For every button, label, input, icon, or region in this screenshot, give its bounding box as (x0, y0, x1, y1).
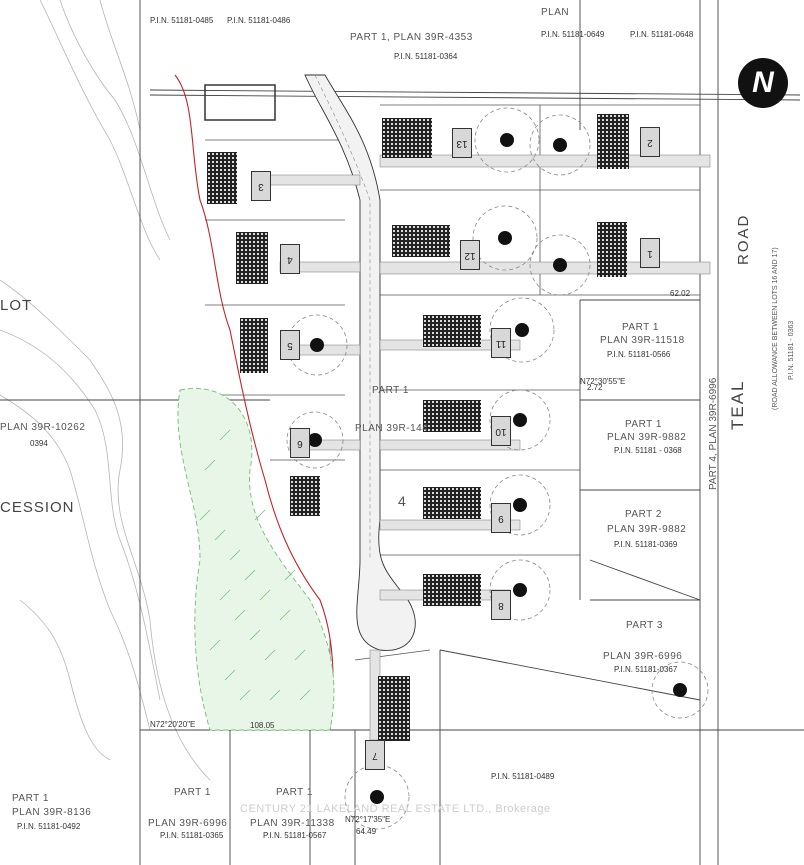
lot-11-label: 11 (491, 328, 511, 358)
house-lot-7 (378, 676, 410, 741)
right-part-1: PART 1 (622, 322, 659, 333)
bottom-plan-1: PLAN 39R-8136 (12, 807, 92, 818)
concession-label: CESSION (0, 499, 75, 516)
center-part: PART 1 (372, 385, 409, 396)
bearing-1: N72°30'55"E (580, 377, 626, 386)
road-type: ROAD (735, 213, 752, 265)
house-lot-6 (290, 476, 320, 516)
right-pin-4: P.I.N. 51181-0367 (614, 665, 678, 674)
lot-13-label: 13 (452, 128, 472, 158)
well-markers (308, 133, 687, 804)
house-lot-11 (423, 315, 481, 347)
bottom-part-1: PART 1 (12, 793, 49, 804)
bearing-2: N72°20'20"E (150, 720, 196, 729)
house-lot-2 (597, 114, 629, 169)
road-pin: P.I.N. 51181 - 0363 (788, 320, 795, 380)
top-plan-2: PLAN (541, 7, 570, 18)
lot-12-label: 12 (460, 240, 480, 270)
top-pin-2: P.I.N. 51181-0486 (227, 16, 291, 25)
house-lot-10 (423, 400, 481, 432)
house-lot-9 (423, 487, 481, 519)
top-pin-4: P.I.N. 51181-0649 (541, 30, 605, 39)
right-part-2: PART 1 (625, 419, 662, 430)
top-pin-3: P.I.N. 51181-0364 (394, 52, 458, 61)
bottom-part-3: PART 1 (276, 787, 313, 798)
road-name: TEAL (728, 379, 747, 430)
setback-line (174, 74, 334, 731)
lot-2-label: 2 (640, 127, 660, 157)
lot-1-label: 1 (640, 238, 660, 268)
lot-9-label: 9 (491, 503, 511, 533)
right-plan-4: PLAN 39R-6996 (603, 651, 683, 662)
dim-108: 108.05 (250, 721, 275, 730)
dim-62: 62.02 (670, 289, 691, 298)
bottom-pin-4: P.I.N. 51181-0489 (491, 772, 555, 781)
dim-64: 64.49 (356, 827, 377, 836)
bearing-3: N72°17'35"E (345, 815, 391, 824)
center-plan: PLAN 39R-144 (355, 423, 429, 434)
bottom-pin-1: P.I.N. 51181-0492 (17, 822, 81, 831)
entrance-structure (204, 84, 276, 121)
right-pin-3: P.I.N. 51181-0369 (614, 540, 678, 549)
bottom-pin-2: P.I.N. 51181-0365 (160, 831, 224, 840)
septic-areas (286, 107, 709, 830)
watermark: CENTURY 21 LAKELAND REAL ESTATE LTD., Br… (240, 803, 551, 815)
lot-label: LOT (0, 297, 33, 314)
right-part-4: PART 3 (626, 620, 663, 631)
house-lot-4 (236, 232, 268, 284)
house-lot-13 (382, 118, 432, 158)
lot-3-label: 3 (251, 171, 271, 201)
lot-4-label: 4 (280, 244, 300, 274)
lot-7-label: 7 (365, 740, 385, 770)
house-lot-5 (240, 318, 268, 373)
lot-8-label: 8 (491, 590, 511, 620)
wetland-area (177, 388, 335, 731)
left-plan: PLAN 39R-10262 (0, 422, 86, 433)
block-number: 4 (398, 493, 407, 509)
topographic-contours (0, 0, 211, 781)
left-pin: 0394 (30, 439, 48, 448)
top-pin-1: P.I.N. 51181-0485 (150, 16, 214, 25)
right-pin-2: P.I.N. 51181 - 0368 (614, 446, 682, 455)
lot-6-label: 6 (290, 428, 310, 458)
right-pin-1: P.I.N. 51181-0566 (607, 350, 671, 359)
bottom-plan-2: PLAN 39R-6996 (148, 818, 228, 829)
right-part-3: PART 2 (625, 509, 662, 520)
lot-5-label: 5 (280, 330, 300, 360)
lot-10-label: 10 (491, 416, 511, 446)
house-lot-8 (423, 574, 481, 606)
north-arrow-icon: N (738, 58, 788, 108)
house-lot-3 (207, 152, 237, 204)
right-plan-3: PLAN 39R-9882 (607, 524, 687, 535)
top-plan-1: PART 1, PLAN 39R-4353 (350, 32, 473, 43)
bottom-part-2: PART 1 (174, 787, 211, 798)
bottom-plan-3: PLAN 39R-11338 (250, 818, 335, 829)
right-plan-1: PLAN 39R-11518 (600, 335, 685, 346)
dim-2-72: 2.72 (587, 383, 603, 392)
top-pin-5: P.I.N. 51181-0648 (630, 30, 694, 39)
road-allowance-note: (ROAD ALLOWANCE BETWEEN LOTS 16 AND 17) (772, 247, 779, 410)
house-lot-12 (392, 225, 450, 257)
house-lot-1 (597, 222, 627, 277)
right-plan-2: PLAN 39R-9882 (607, 432, 687, 443)
bottom-pin-3: P.I.N. 51181-0567 (263, 831, 327, 840)
right-vertical-plan: PART 4, PLAN 39R-6996 (708, 377, 719, 490)
